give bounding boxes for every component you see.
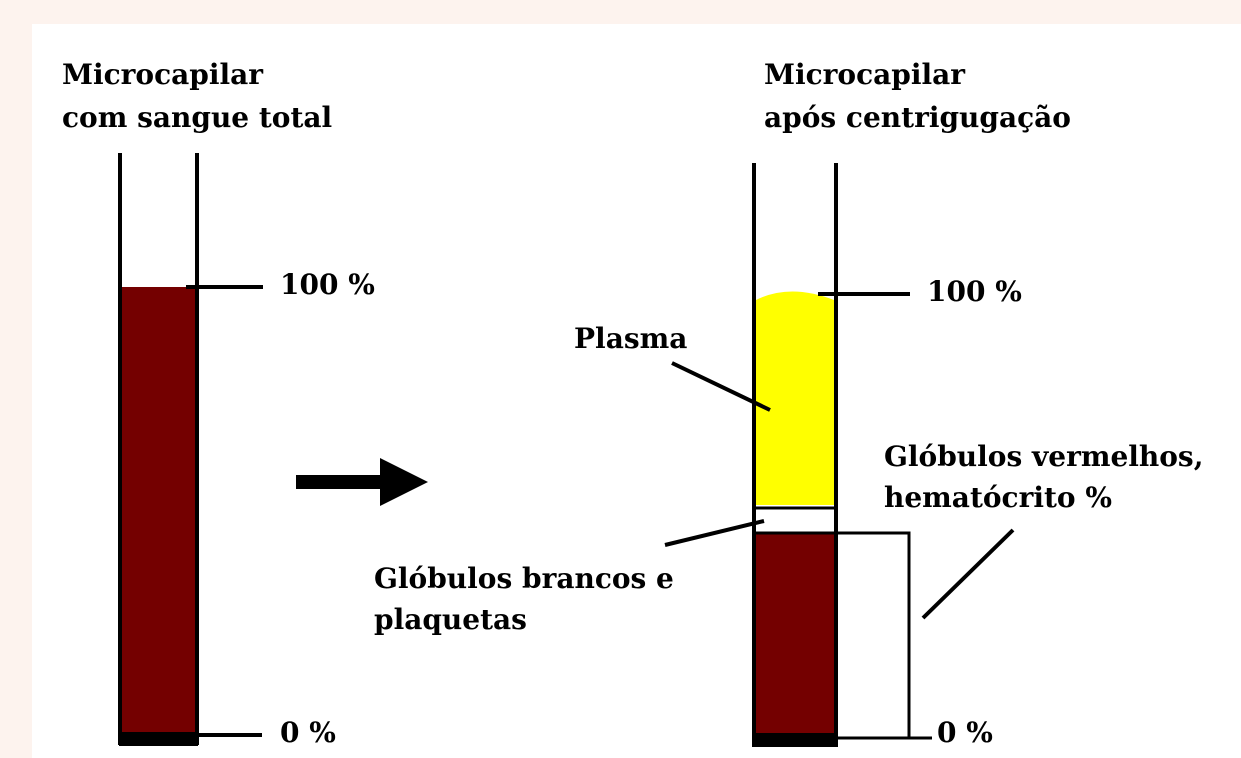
white-cells-label-line2: plaquetas — [374, 603, 527, 636]
red-cells-label-line2: hematócrito % — [884, 481, 1112, 514]
red-cells-layer — [756, 533, 834, 733]
white-cells-label-line1: Glóbulos brancos e — [374, 562, 674, 595]
left-mark-0-label: 0 % — [280, 716, 336, 749]
left-tube-title-line1: Microcapilar — [62, 58, 264, 91]
right-mark-100-label: 100 % — [927, 275, 1022, 308]
right-tube-title-line2: após centrigugação — [764, 101, 1071, 134]
hematocrit-bracket — [836, 531, 911, 740]
white-cells-pointer — [664, 519, 765, 547]
right-tube-title-line1: Microcapilar — [764, 58, 966, 91]
tube-seal — [753, 733, 837, 747]
right-arrow-icon — [296, 458, 428, 506]
left-tube-title-line2: com sangue total — [62, 101, 333, 134]
left-mark-100-label: 100 % — [280, 268, 375, 301]
figure-panel — [32, 24, 1241, 758]
red-cells-label-line1: Glóbulos vermelhos, — [884, 440, 1204, 473]
red-cells-pointer — [921, 528, 1015, 620]
plasma-pointer — [671, 361, 771, 412]
right-mark-0-label: 0 % — [937, 716, 993, 749]
plasma-layer — [756, 291, 834, 505]
tube-whole-blood — [118, 153, 263, 746]
tube-centrifuged — [664, 163, 1015, 747]
whole-blood-column — [121, 287, 196, 732]
plasma-label: Plasma — [574, 322, 688, 355]
tube-seal — [119, 732, 198, 746]
